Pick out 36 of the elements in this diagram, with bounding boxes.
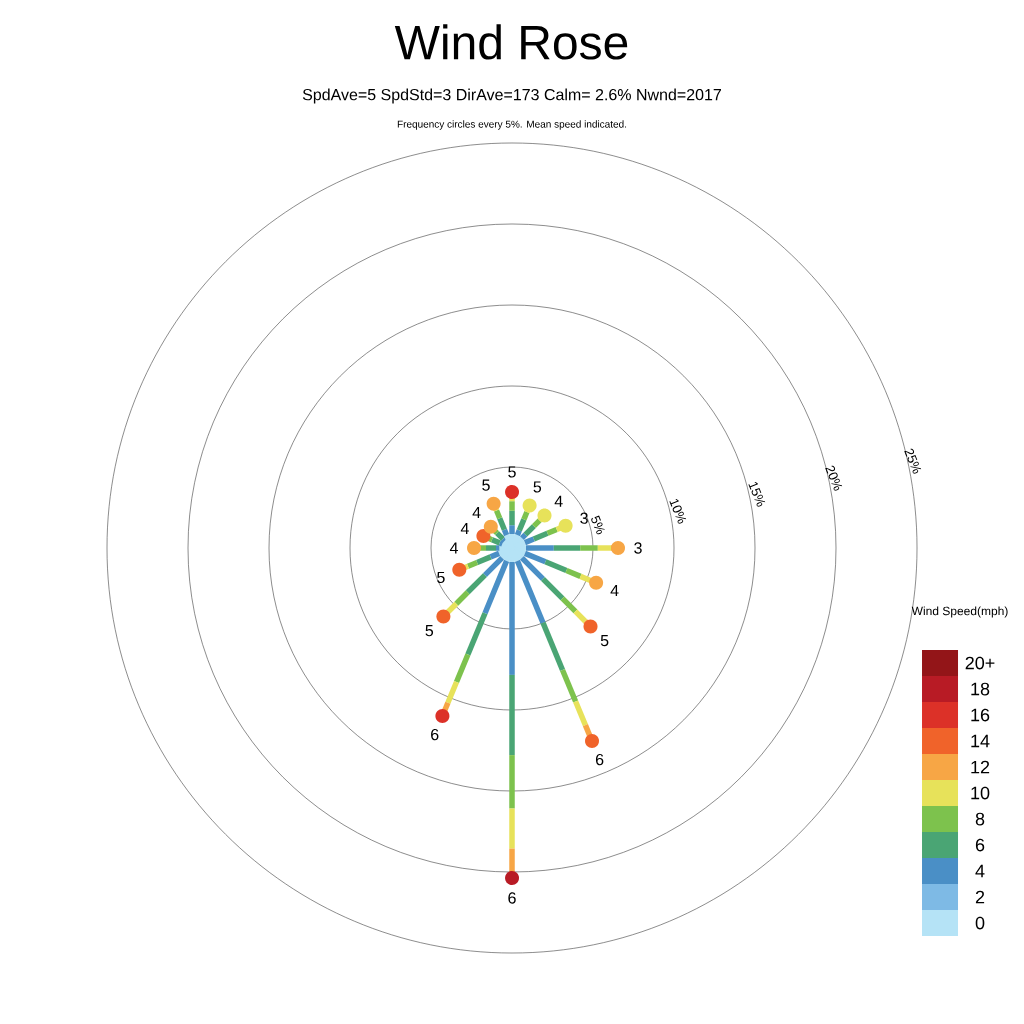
legend-label: 0 <box>975 916 985 930</box>
speed-label: 4 <box>460 523 469 534</box>
ring-label: 10% <box>669 498 687 524</box>
legend-label: 18 <box>971 682 990 696</box>
speed-label: 4 <box>610 585 619 596</box>
legend-label: 10 <box>971 786 990 800</box>
legend-label: 14 <box>971 734 990 748</box>
note-text: Frequency circles every 5%. Mean speed indicated. <box>397 120 626 130</box>
ring-label: 15% <box>748 481 766 507</box>
legend-label: 20+ <box>965 656 995 670</box>
legend-label: 4 <box>975 864 985 878</box>
speed-label: 3 <box>634 542 642 554</box>
speed-label: 4 <box>472 507 481 519</box>
legend-label: 6 <box>975 838 985 852</box>
ring-label: 5% <box>591 515 605 535</box>
speed-label: 6 <box>431 728 439 741</box>
ring-label: 20% <box>825 465 843 491</box>
speed-label: 5 <box>482 479 490 491</box>
speed-label: 5 <box>425 625 434 637</box>
legend-title: Wind Speed(mph) <box>911 606 1008 618</box>
title: Wind Rose <box>394 24 628 60</box>
legend-label: 8 <box>975 812 985 826</box>
speed-label: 5 <box>533 481 542 493</box>
speed-label: 3 <box>580 512 588 524</box>
speed-label: 4 <box>449 542 458 554</box>
speed-label: 4 <box>554 495 563 507</box>
speed-label: 6 <box>596 753 604 766</box>
speed-label: 5 <box>600 635 609 647</box>
legend-label: 2 <box>975 890 985 904</box>
speed-label: 5 <box>508 466 516 478</box>
legend-label: 16 <box>971 708 990 722</box>
stats-line: SpdAve=5 SpdStd=3 DirAve=173 Calm= 2.6% Nwnd=2017 <box>302 88 721 104</box>
speed-label: 5 <box>437 571 445 584</box>
ring-label: 25% <box>904 448 922 474</box>
legend-label: 12 <box>971 760 990 774</box>
speed-label: 6 <box>508 892 516 904</box>
